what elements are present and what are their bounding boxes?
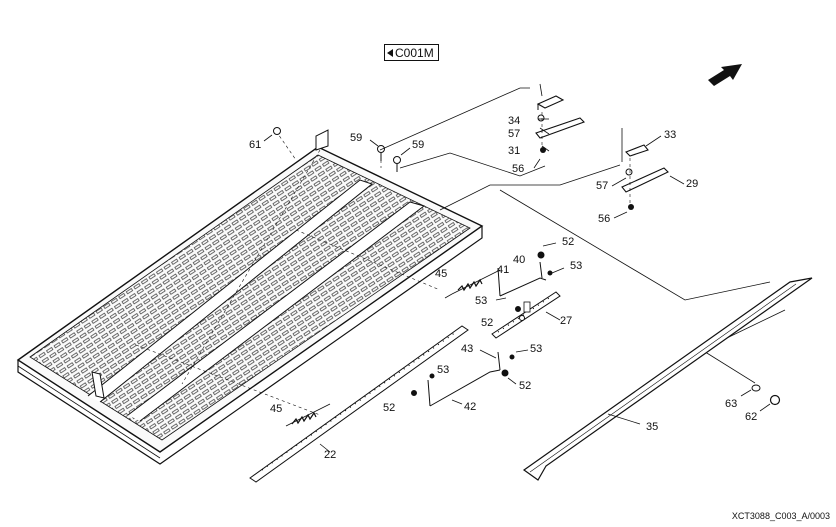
callout-62: 62 [745,411,758,423]
sieve-frame [16,129,484,465]
callout-53-mid: 53 [475,295,488,307]
callout-61: 61 [249,139,262,151]
bolt-61 [263,127,297,161]
callout-27: 27 [560,315,573,327]
reference-tag[interactable]: C001M [384,44,439,61]
callout-53-lower: 53 [437,364,450,376]
callout-45-lower: 45 [270,403,283,415]
callout-53-right: 53 [530,343,543,355]
callout-31: 31 [508,145,521,157]
callout-52-lower: 52 [383,402,396,414]
callout-leaders [319,118,685,453]
rod-40-41 [497,251,553,321]
nut-62 [759,394,781,412]
spring-45-upper [444,269,501,299]
callout-57-upper: 57 [508,128,521,140]
callout-56-lower: 56 [598,213,611,225]
deflector-strip-35 [522,277,813,481]
callout-29: 29 [686,178,699,190]
callout-53-top: 53 [570,260,583,272]
callout-40: 40 [513,254,526,266]
callout-57-lower: 57 [596,180,609,192]
callout-33: 33 [664,129,677,141]
rod-42-43 [411,351,515,407]
callout-22: 22 [324,449,337,461]
callout-43: 43 [461,343,474,355]
callout-34: 34 [508,115,521,127]
callout-52-top: 52 [562,236,575,248]
callout-56-upper: 56 [512,163,525,175]
washer-63 [740,384,761,397]
callout-35: 35 [646,421,659,433]
callout-41: 41 [497,264,510,276]
bolts-59 [369,139,411,172]
reference-tag-label: C001M [395,46,434,60]
strip-27 [491,291,561,339]
clip-assembly-upper [535,95,585,153]
spring-45-lower [285,403,331,427]
assembly-lines [379,83,786,384]
direction-arrow-icon [708,64,742,86]
callout-52-mid: 52 [481,317,494,329]
left-arrow-icon [387,49,393,57]
callout-63: 63 [725,398,738,410]
callout-59-left: 59 [350,132,363,144]
callout-45-upper: 45 [435,268,448,280]
callout-52-right: 52 [519,380,532,392]
strip-22 [249,325,469,483]
callout-42: 42 [464,401,477,413]
callout-59-right: 59 [412,139,425,151]
figure-code: XCT3088_C003_A/0003 [731,511,830,521]
clip-assembly-right [621,144,669,210]
